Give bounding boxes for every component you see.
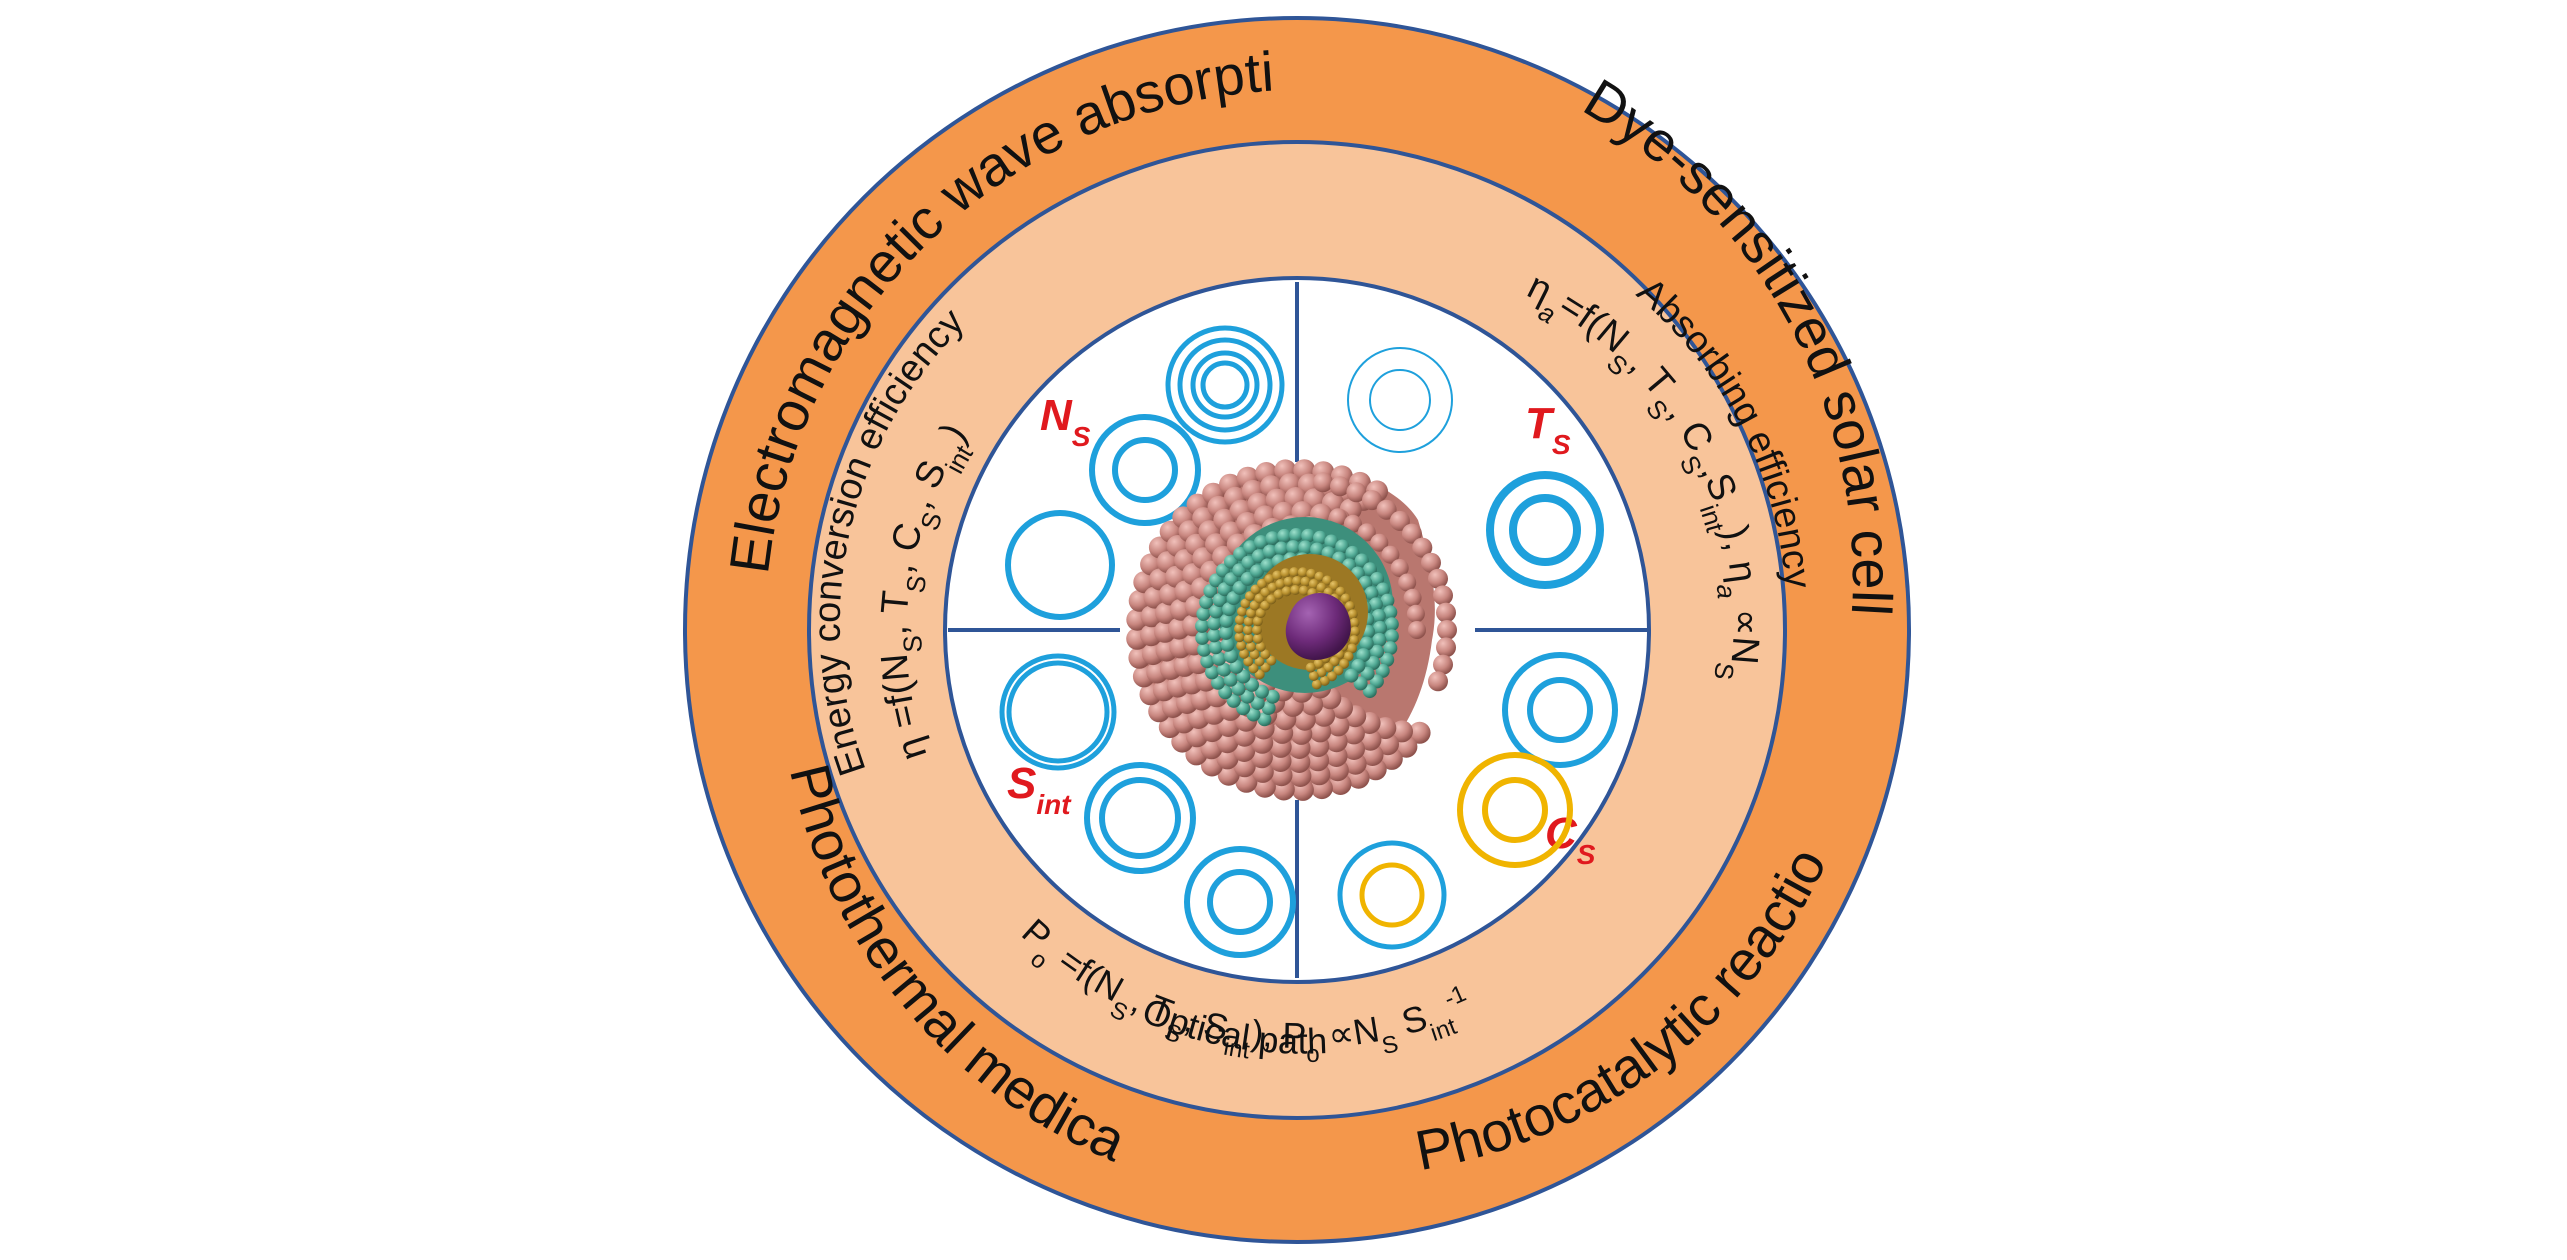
shell-ring-0 (1005, 510, 1115, 620)
ring-icon-wide-interface (1184, 846, 1296, 958)
shell-ring-0 (1502, 652, 1618, 768)
shell-ring-0 (1486, 471, 1604, 589)
shell-ring-1 (1177, 337, 1273, 433)
shell-ring-icons (999, 325, 1618, 958)
shell-ring-0 (1165, 325, 1285, 445)
shell-ring-0 (1184, 846, 1296, 958)
shell-ring-0 (1347, 347, 1453, 453)
shell-ring-1 (1099, 777, 1181, 859)
shell-ring-0 (1084, 762, 1196, 874)
shell-ring-0 (1337, 840, 1447, 950)
ring-icon-medium-interface (1084, 762, 1196, 874)
shell-ring-0 (1089, 414, 1201, 526)
sphere-purple-core (1285, 592, 1351, 660)
multishell-sphere-illustration (1126, 459, 1457, 801)
shell-ring-1 (1006, 660, 1110, 764)
sphere-pink-inner-rim (1329, 508, 1426, 639)
ring-icon-close-interface (999, 653, 1117, 771)
ring-icon-four-shell (1165, 325, 1285, 445)
sphere-pink-top-rim (1313, 472, 1457, 692)
quadrant-dividers (948, 282, 1648, 978)
param-interface: Sint (1007, 759, 1072, 820)
shell-ring-2 (1190, 350, 1260, 420)
shell-ring-3 (1200, 360, 1250, 410)
ring-icon-thick-shell (1486, 471, 1604, 589)
ring-icon-mixed-composition (1337, 840, 1447, 950)
shell-ring-1 (1369, 369, 1431, 431)
ring-icon-double-shell-b (1502, 652, 1618, 768)
shell-ring-0 (1457, 752, 1573, 868)
ring-icon-thin-shell (1347, 347, 1453, 453)
param-shell-number: NS (1040, 391, 1091, 452)
shell-ring-1 (1482, 777, 1548, 843)
shell-ring-1 (1509, 494, 1581, 566)
shell-ring-1 (1207, 869, 1273, 935)
ring-icon-double-shell-a (1089, 414, 1201, 526)
shell-ring-1 (1112, 437, 1178, 503)
shell-ring-1 (1359, 862, 1425, 928)
ring-icon-yellow-composition-a (1457, 752, 1573, 868)
shell-ring-0 (999, 653, 1117, 771)
ring-icon-single-shell (1005, 510, 1115, 620)
shell-ring-1 (1527, 677, 1593, 743)
param-shell-thickness: TS (1525, 399, 1571, 460)
